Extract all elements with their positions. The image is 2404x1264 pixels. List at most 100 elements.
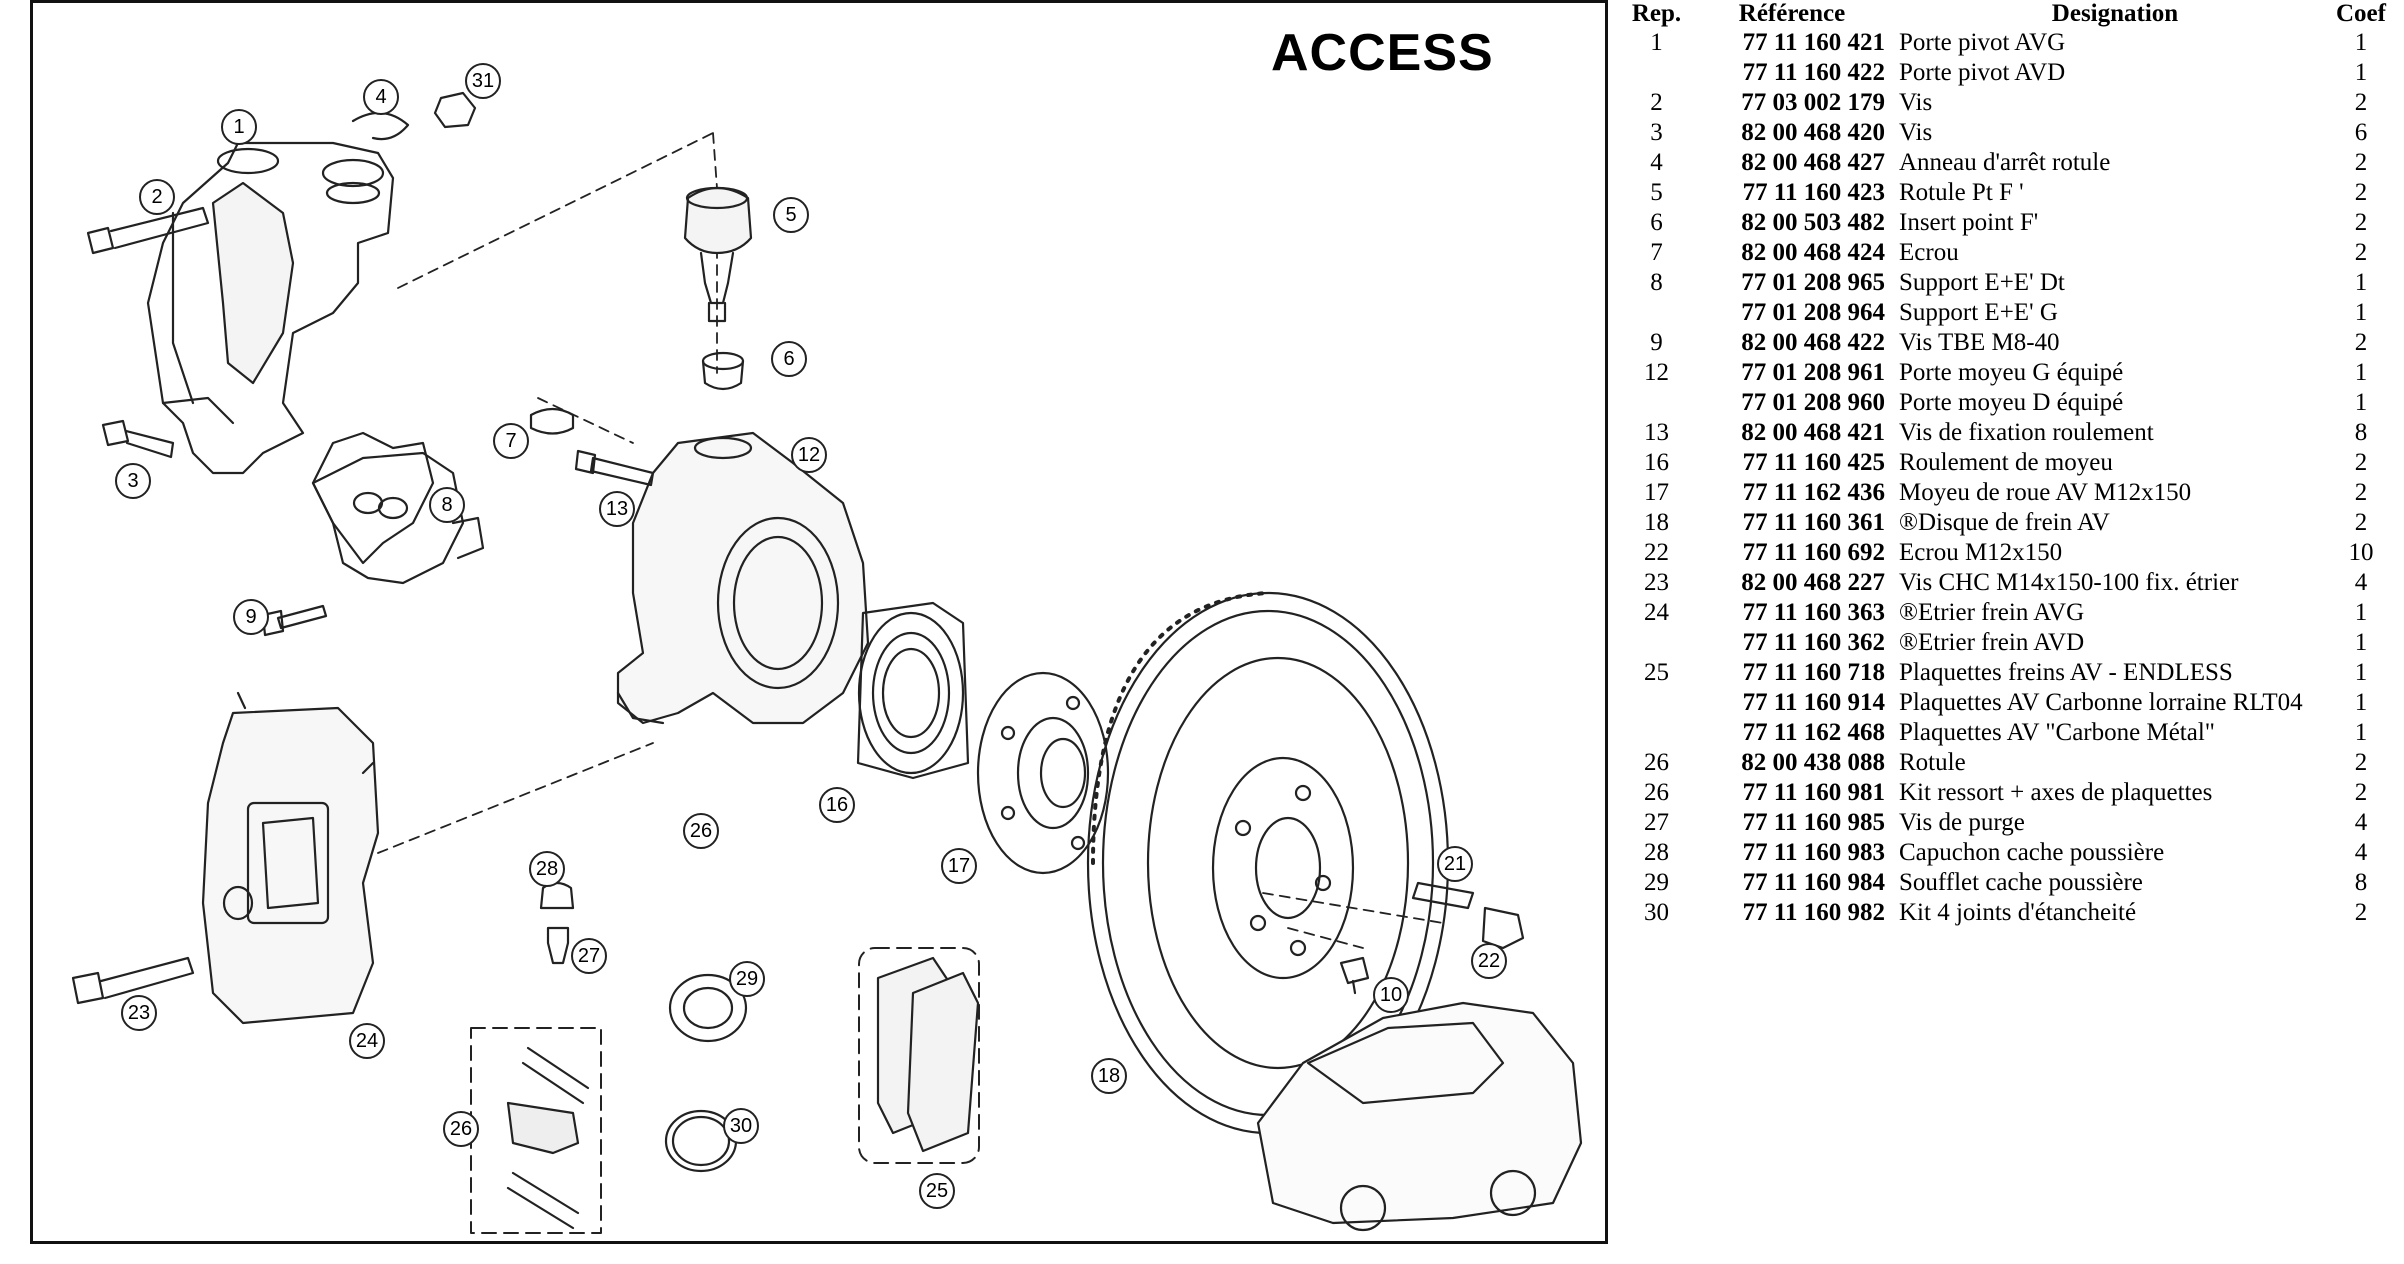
cell-rep: 22 — [1644, 539, 1669, 566]
screw-23-part — [71, 956, 195, 1005]
callout-3: 3 — [115, 463, 151, 499]
cell-rep — [1614, 628, 1699, 658]
hub-carrier-part — [616, 431, 870, 725]
cell-rep: 26 — [1644, 749, 1669, 776]
exploded-parts-diagram: ACCESS 1 2 3 4 5 6 7 8 9 10 12 13 16 17 … — [30, 0, 1608, 1244]
cell-reference: 82 00 468 427 — [1741, 149, 1885, 176]
cell-designation: Kit ressort + axes de plaquettes — [1899, 779, 2213, 806]
cell-rep: 29 — [1644, 869, 1669, 896]
callout-18: 18 — [1091, 1058, 1127, 1094]
wheel-hub-part — [976, 671, 1110, 875]
cell-coef: 2 — [2354, 89, 2368, 116]
cell-designation: Capuchon cache poussière — [1899, 839, 2165, 866]
cell-reference: 77 11 160 422 — [1742, 59, 1885, 86]
cell-rep: 25 — [1644, 659, 1669, 686]
callout-12: 12 — [791, 437, 827, 473]
cell-designation: Plaquettes AV Carbonne lorraine RLT04 — [1899, 689, 2303, 716]
callout-10: 10 — [1373, 977, 1409, 1013]
cell-coef: 10 — [2348, 539, 2374, 566]
ball-joint-part — [683, 186, 753, 323]
callout-29: 29 — [729, 961, 765, 997]
cell-designation: Rotule Pt F ' — [1899, 179, 2024, 206]
callout-8: 8 — [429, 487, 465, 523]
cell-coef: 1 — [2354, 389, 2368, 416]
support-8-part — [311, 451, 485, 585]
brake-caliper-part — [201, 691, 380, 1025]
pin-21-part — [1411, 881, 1475, 910]
cell-rep — [1614, 718, 1699, 748]
cell-designation: Vis de fixation roulement — [1899, 419, 2154, 446]
callout-23: 23 — [121, 995, 157, 1031]
cell-designation: Vis — [1899, 89, 1933, 116]
bleed-screw-part — [546, 926, 570, 965]
callout-16: 16 — [819, 787, 855, 823]
cell-designation: ®Etrier frein AVD — [1899, 629, 2085, 656]
cell-rep: 13 — [1644, 419, 1669, 446]
cell-reference: 82 00 468 421 — [1741, 419, 1885, 446]
cell-designation: Porte moyeu D équipé — [1899, 389, 2124, 416]
cell-reference: 82 00 468 227 — [1741, 569, 1885, 596]
cell-rep: 18 — [1644, 509, 1669, 536]
cell-reference: 77 01 208 961 — [1741, 359, 1885, 386]
cell-coef: 2 — [2354, 479, 2368, 506]
cell-designation: Vis CHC M14x150-100 fix. étrier — [1899, 569, 2239, 596]
cell-rep: 16 — [1644, 449, 1669, 476]
cell-designation: Insert point F' — [1899, 209, 2039, 236]
cell-reference: 77 01 208 964 — [1741, 299, 1885, 326]
cell-reference: 82 00 468 422 — [1741, 329, 1885, 356]
cell-coef: 4 — [2354, 569, 2368, 596]
callout-28: 28 — [529, 851, 565, 887]
insert-part — [701, 351, 745, 391]
cell-coef: 1 — [2354, 659, 2368, 686]
cell-coef: 1 — [2354, 359, 2368, 386]
cell-designation: Plaquettes AV "Carbone Métal" — [1899, 719, 2215, 746]
cell-rep: 17 — [1644, 479, 1669, 506]
callout-9: 9 — [233, 599, 269, 635]
screw-2-part — [86, 206, 210, 255]
cell-coef: 1 — [2354, 689, 2368, 716]
cell-coef: 1 — [2354, 719, 2368, 746]
header-reference: Référence — [1738, 0, 1846, 27]
screw-13-part — [574, 449, 655, 487]
callout-17: 17 — [941, 848, 977, 884]
dust-boot-part — [668, 973, 748, 1043]
spring-kit-part — [470, 1027, 602, 1234]
callout-2: 2 — [139, 179, 175, 215]
cell-reference: 77 11 160 425 — [1742, 449, 1885, 476]
callout-22: 22 — [1471, 943, 1507, 979]
cell-rep: 6 — [1650, 209, 1663, 236]
nut-7-part — [529, 407, 575, 435]
cell-designation: Porte pivot AVD — [1899, 59, 2066, 86]
header-rep: Rep. — [1631, 0, 1682, 27]
table-header-row: Rep. Référence Designation Coef — [1614, 0, 2391, 28]
cell-reference: 77 11 160 983 — [1742, 839, 1885, 866]
cell-coef: 2 — [2354, 779, 2368, 806]
cell-designation: Roulement de moyeu — [1899, 449, 2113, 476]
cell-coef: 2 — [2354, 899, 2368, 926]
cell-rep: 27 — [1644, 809, 1669, 836]
cell-reference: 77 01 208 965 — [1741, 269, 1885, 296]
cell-designation: Vis de purge — [1899, 809, 2025, 836]
cell-reference: 77 11 160 982 — [1742, 899, 1885, 926]
cell-coef: 8 — [2354, 419, 2368, 446]
header-coef: Coef — [2336, 0, 2386, 27]
cell-rep: 2 — [1650, 89, 1663, 116]
cell-designation: Ecrou — [1899, 239, 1959, 266]
assembly-axes — [377, 132, 1444, 949]
cell-designation: Support E+E' G — [1899, 299, 2058, 326]
